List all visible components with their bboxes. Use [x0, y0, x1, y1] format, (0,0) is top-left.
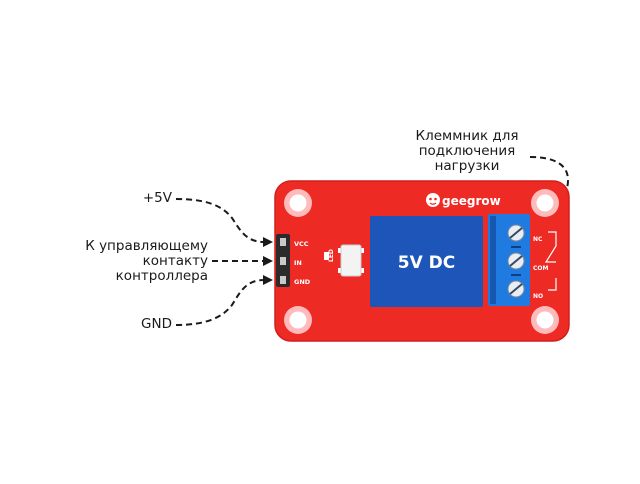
gnd-arrowhead — [263, 275, 273, 285]
signal-arrowhead — [263, 256, 273, 266]
terminal-block — [488, 214, 530, 306]
terminal-label-nc: NC — [533, 236, 543, 243]
terminal-labels: NC COM NO — [533, 231, 557, 300]
pin-header: VCC IN GND — [276, 234, 311, 287]
led: LED — [324, 249, 335, 262]
relay-board: geegrow VCC IN GND LED — [274, 180, 570, 342]
vcc-arrowhead — [263, 237, 273, 247]
vcc-callout-line — [175, 198, 265, 243]
led-component — [324, 252, 329, 260]
relay-label: 5V DC — [398, 253, 456, 273]
mounting-holes — [284, 189, 559, 334]
pin-label-in: IN — [294, 259, 302, 267]
brand-face-icon — [426, 193, 440, 207]
optocoupler — [338, 244, 364, 277]
relay-contact-schematic — [544, 231, 557, 291]
optocoupler-body — [340, 244, 362, 277]
terminal-label-com: COM — [533, 265, 549, 272]
terminal-callout-label: Клеммник для подключения нагрузки — [402, 129, 532, 174]
terminal-callout-line-1: Клеммник для — [415, 128, 519, 144]
pin-label-vcc: VCC — [294, 240, 309, 248]
signal-callout-label: К управляющему контакту контроллера — [40, 239, 208, 284]
brand-logo: geegrow — [426, 193, 501, 208]
pin-label-gnd: GND — [294, 278, 311, 286]
terminal-callout-line-3: нагрузки — [434, 158, 500, 174]
terminal-label-no: NO — [533, 293, 543, 300]
brand-name: geegrow — [442, 194, 501, 208]
signal-callout-line-3: контроллера — [115, 268, 208, 284]
led-label: LED — [328, 249, 335, 262]
signal-callout-line-2: контакту — [142, 253, 208, 269]
signal-callout-line-1: К управляющему — [85, 238, 208, 254]
gnd-callout-line — [175, 279, 265, 326]
relay: 5V DC — [370, 216, 483, 307]
relay-body — [370, 216, 483, 307]
gnd-callout-label: GND — [141, 316, 172, 332]
vcc-callout-label: +5V — [142, 190, 172, 206]
terminal-callout-line-2: подключения — [418, 143, 516, 159]
